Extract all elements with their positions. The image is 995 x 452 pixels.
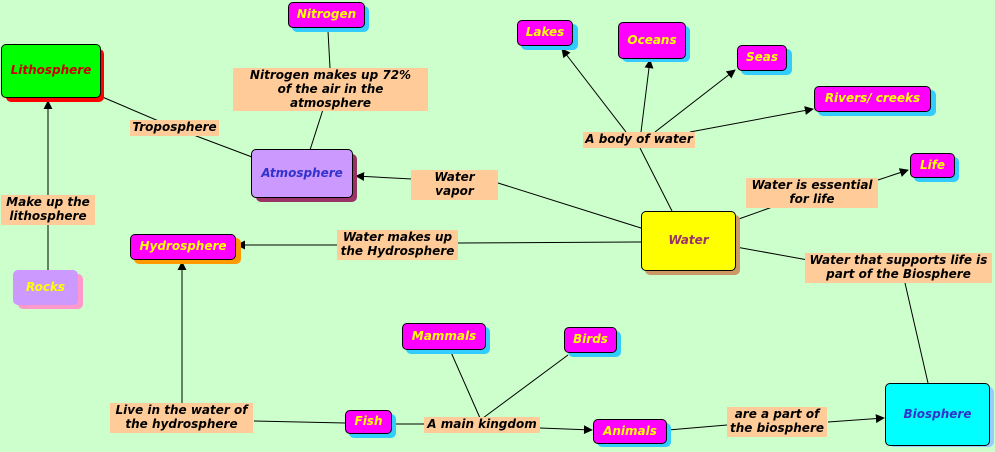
edge-body-lakes xyxy=(561,48,627,133)
concept-water[interactable]: Water xyxy=(641,211,736,271)
concept-birds[interactable]: Birds xyxy=(564,327,617,353)
concept-mammals-label: Mammals xyxy=(411,328,477,343)
link-body-of-water: A body of water xyxy=(583,132,695,148)
edge-water-vapor xyxy=(497,182,642,229)
concept-oceans[interactable]: Oceans xyxy=(618,22,686,59)
link-water-biosphere: Water that supports life is part of the … xyxy=(805,253,992,283)
edge-kingdom-animals xyxy=(539,425,593,435)
concept-oceans-label: Oceans xyxy=(627,32,677,47)
concept-water-label: Water xyxy=(668,233,709,248)
edge-body-seas xyxy=(654,69,736,133)
concept-animals[interactable]: Animals xyxy=(593,419,667,444)
edge-fish-label xyxy=(253,420,346,424)
edge-vapor-atmosphere xyxy=(355,171,413,181)
concept-animals-label: Animals xyxy=(603,423,657,438)
link-make-up-lithosphere: Make up the lithosphere xyxy=(1,195,95,225)
link-water-essential: Water is essential for life xyxy=(746,178,878,208)
edge-water-biosphere-label xyxy=(735,246,809,261)
link-nitrogen-air: Nitrogen makes up 72% of the air in the … xyxy=(233,68,428,112)
edge-label-biosphere xyxy=(904,282,929,384)
concept-biosphere[interactable]: Biosphere xyxy=(885,383,990,446)
concept-fish[interactable]: Fish xyxy=(345,410,392,434)
concept-atmosphere-label: Atmosphere xyxy=(261,165,343,180)
edge-essential-life xyxy=(877,168,909,181)
concept-seas-label: Seas xyxy=(745,50,779,65)
edge-nitrogen-label xyxy=(327,30,331,69)
link-live-in-water: Live in the water of the hydrosphere xyxy=(110,403,253,433)
concept-life[interactable]: Life xyxy=(910,153,955,178)
edge-label-biosphere2 xyxy=(827,414,885,424)
concept-seas[interactable]: Seas xyxy=(737,45,787,71)
concept-hydrosphere[interactable]: Hydrosphere xyxy=(130,234,236,260)
edge-body-oceans xyxy=(640,59,654,133)
concept-lithosphere-label: Lithosphere xyxy=(10,63,92,78)
concept-fish-label: Fish xyxy=(354,414,383,429)
concept-rocks-label: Rocks xyxy=(25,279,66,294)
concept-nitrogen-label: Nitrogen xyxy=(296,7,357,22)
edge-mammals-kingdom xyxy=(449,349,481,419)
edge-animals-label xyxy=(667,424,728,431)
link-part-of-biosphere: are a part of the biosphere xyxy=(727,407,827,437)
concept-lithosphere[interactable]: Lithosphere xyxy=(1,44,101,98)
edge-body-rivers xyxy=(689,106,814,133)
concept-birds-label: Birds xyxy=(573,332,608,347)
concept-life-label: Life xyxy=(919,157,946,172)
concept-lakes-label: Lakes xyxy=(525,25,565,40)
concept-rivers[interactable]: Rivers/ creeks xyxy=(814,86,931,112)
link-water-vapor: Water vapor xyxy=(411,170,498,200)
edge-water-hydro xyxy=(457,241,642,244)
link-main-kingdom: A main kingdom xyxy=(424,417,540,433)
concept-hydrosphere-label: Hydrosphere xyxy=(139,239,227,254)
edge-birds-kingdom xyxy=(482,354,569,419)
concept-lakes[interactable]: Lakes xyxy=(517,20,573,46)
link-water-hydrosphere: Water makes up the Hydrosphere xyxy=(337,230,458,260)
concept-atmosphere[interactable]: Atmosphere xyxy=(251,149,353,198)
edge-water-body xyxy=(639,147,673,212)
concept-nitrogen[interactable]: Nitrogen xyxy=(288,2,365,28)
concept-mammals[interactable]: Mammals xyxy=(402,323,486,350)
concept-rocks[interactable]: Rocks xyxy=(13,270,78,305)
concept-rivers-label: Rivers/ creeks xyxy=(824,91,921,106)
concept-biosphere-label: Biosphere xyxy=(903,406,972,421)
link-troposphere: Troposphere xyxy=(130,120,219,136)
